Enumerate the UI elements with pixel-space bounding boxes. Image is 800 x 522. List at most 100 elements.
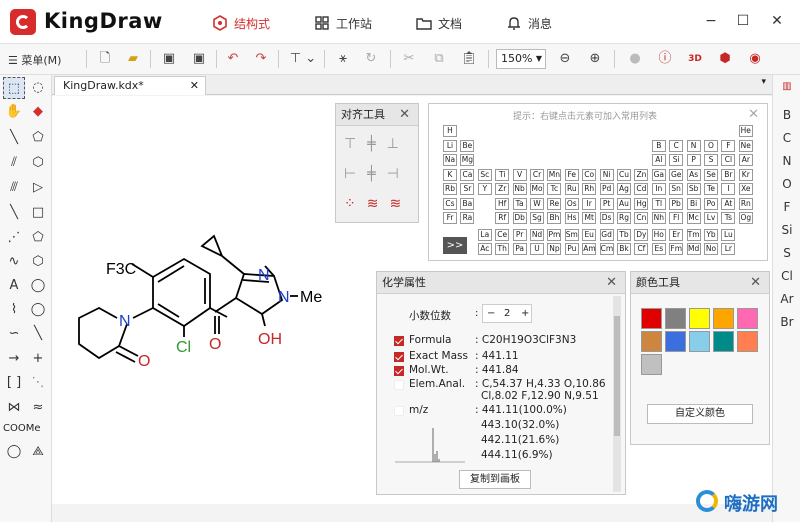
element-cell-Bh[interactable]: Bh (547, 212, 562, 224)
menu-button[interactable]: ☰ 菜单(M) (8, 52, 61, 68)
element-cell-Fr[interactable]: Fr (443, 212, 457, 224)
element-cell-Ga[interactable]: Ga (651, 168, 666, 181)
text-tool-icon[interactable]: A (9, 278, 19, 293)
element-cell-Ca[interactable]: Ca (460, 168, 475, 181)
nav-tab-messages[interactable]: 消息 (506, 12, 552, 34)
element-cell-At[interactable]: At (721, 197, 736, 210)
name-to-structure-icon[interactable]: ● (629, 51, 641, 66)
more-elements-button[interactable]: >> (443, 237, 467, 254)
copy-icon[interactable]: ⧉ (434, 51, 444, 66)
dashed-line-icon[interactable]: ⋱ (31, 375, 45, 390)
bracket-tool-icon[interactable]: [ ] (6, 375, 22, 390)
decrement-button[interactable]: − (487, 308, 496, 319)
color-swatch[interactable] (737, 331, 758, 352)
search-structure-icon[interactable]: ⬢ (719, 51, 731, 66)
element-cell-W[interactable]: W (530, 197, 544, 210)
element-cell-Rn[interactable]: Rn (738, 197, 753, 210)
element-cell-Ag[interactable]: Ag (617, 183, 631, 195)
element-cell-Cl[interactable]: Cl (721, 154, 736, 166)
element-cell-Cn[interactable]: Cn (634, 212, 649, 224)
triangle-ring-icon[interactable]: ▷ (33, 180, 43, 195)
double-bond-icon[interactable]: ⫽ (11, 155, 17, 170)
element-O[interactable]: O (782, 177, 792, 191)
element-cell-Ta[interactable]: Ta (512, 197, 527, 210)
element-cell-Sr[interactable]: Sr (460, 183, 475, 195)
element-cell-Se[interactable]: Se (704, 168, 718, 181)
element-cell-Lr[interactable]: Lr (721, 243, 736, 255)
element-cell-Rh[interactable]: Rh (582, 183, 597, 195)
element-cell-Ac[interactable]: Ac (477, 243, 492, 255)
close-tab-icon[interactable]: ✕ (189, 79, 199, 92)
formula-checkbox[interactable] (394, 336, 404, 346)
scrollbar[interactable] (613, 296, 621, 492)
benzene-ring-icon[interactable]: ⬡ (32, 155, 44, 170)
tab-list-icon[interactable]: ▾ (761, 77, 766, 87)
element-cell-He[interactable]: He (738, 125, 753, 137)
element-cell-C[interactable]: C (669, 139, 684, 152)
element-Si[interactable]: Si (781, 223, 793, 237)
zoom-select[interactable]: 150%▼ (496, 49, 546, 69)
element-cell-Ba[interactable]: Ba (460, 197, 475, 210)
element-cell-Bi[interactable]: Bi (686, 197, 701, 210)
element-cell-Y[interactable]: Y (477, 183, 492, 195)
arrow-tool-icon[interactable]: → (8, 351, 20, 366)
zoom-out-icon[interactable]: ⊖ (559, 51, 571, 66)
element-cell-Sn[interactable]: Sn (669, 183, 684, 195)
color-swatch[interactable] (713, 331, 734, 352)
element-cell-Co[interactable]: Co (582, 168, 597, 181)
pyramid-tool-icon[interactable]: ⟁ (32, 444, 44, 459)
document-tab[interactable]: KingDraw.kdx* ✕ (54, 76, 206, 95)
square-ring-icon[interactable]: □ (31, 205, 45, 220)
element-cell-Cs[interactable]: Cs (443, 197, 457, 210)
element-cell-Pr[interactable]: Pr (512, 228, 527, 241)
cyclohexane-icon[interactable]: ◯ (30, 302, 46, 317)
copy-to-canvas-button[interactable]: 复制到画板 (459, 470, 531, 489)
element-cell-Xe[interactable]: Xe (738, 183, 753, 195)
element-cell-Eu[interactable]: Eu (582, 228, 597, 241)
element-cell-Ts[interactable]: Ts (721, 212, 736, 224)
element-cell-Cr[interactable]: Cr (530, 168, 544, 181)
info-icon[interactable]: ⓘ (658, 51, 672, 66)
element-cell-Cu[interactable]: Cu (617, 168, 631, 181)
element-cell-Er[interactable]: Er (669, 228, 684, 241)
element-cell-I[interactable]: I (721, 183, 736, 195)
lasso-tool-icon[interactable]: ◌ (32, 80, 44, 95)
element-cell-Hf[interactable]: Hf (495, 197, 510, 210)
element-cell-Nh[interactable]: Nh (651, 212, 666, 224)
curve-tool-icon[interactable]: ∽ (8, 326, 20, 341)
circle-ring-icon[interactable]: ◯ (30, 278, 46, 293)
element-cell-Dy[interactable]: Dy (634, 228, 649, 241)
element-cell-B[interactable]: B (651, 139, 666, 152)
element-cell-Fm[interactable]: Fm (669, 243, 684, 255)
paste-icon[interactable]: 📋︎ (460, 51, 478, 66)
mz-checkbox[interactable] (394, 406, 404, 416)
nav-tab-workstation[interactable]: 工作站 (314, 12, 372, 34)
element-cell-Sm[interactable]: Sm (564, 228, 579, 241)
element-cell-Mn[interactable]: Mn (547, 168, 562, 181)
element-cell-Cd[interactable]: Cd (634, 183, 649, 195)
element-cell-Am[interactable]: Am (582, 243, 597, 255)
element-cell-Fe[interactable]: Fe (564, 168, 579, 181)
triple-bond-icon[interactable]: ⫻ (10, 180, 18, 195)
element-Cl[interactable]: Cl (781, 269, 793, 283)
hash-bond-icon[interactable]: ⋰ (7, 230, 21, 245)
element-cell-Tb[interactable]: Tb (617, 228, 631, 241)
element-cell-La[interactable]: La (477, 228, 492, 241)
element-cell-F[interactable]: F (721, 139, 736, 152)
element-cell-Md[interactable]: Md (686, 243, 701, 255)
element-cell-Ho[interactable]: Ho (651, 228, 666, 241)
element-cell-Hs[interactable]: Hs (564, 212, 579, 224)
element-cell-Kr[interactable]: Kr (738, 168, 753, 181)
element-cell-Sg[interactable]: Sg (530, 212, 544, 224)
element-cell-Pb[interactable]: Pb (669, 197, 684, 210)
circle-tool-icon[interactable]: ◯ (6, 444, 22, 459)
clean-structure-icon[interactable]: ⚹ (339, 51, 347, 66)
element-cell-Li[interactable]: Li (443, 139, 457, 152)
color-swatch[interactable] (641, 354, 662, 375)
refresh-icon[interactable]: ↻ (365, 51, 377, 66)
distribute-row-icons[interactable]: ⁘≋≋ (344, 196, 413, 212)
element-cell-Es[interactable]: Es (651, 243, 666, 255)
exact-mass-checkbox[interactable] (394, 352, 404, 362)
align-top-row-icons[interactable]: ⊤╪⊥ (344, 136, 410, 152)
ai-assistant-icon[interactable]: ◉ (749, 51, 761, 66)
